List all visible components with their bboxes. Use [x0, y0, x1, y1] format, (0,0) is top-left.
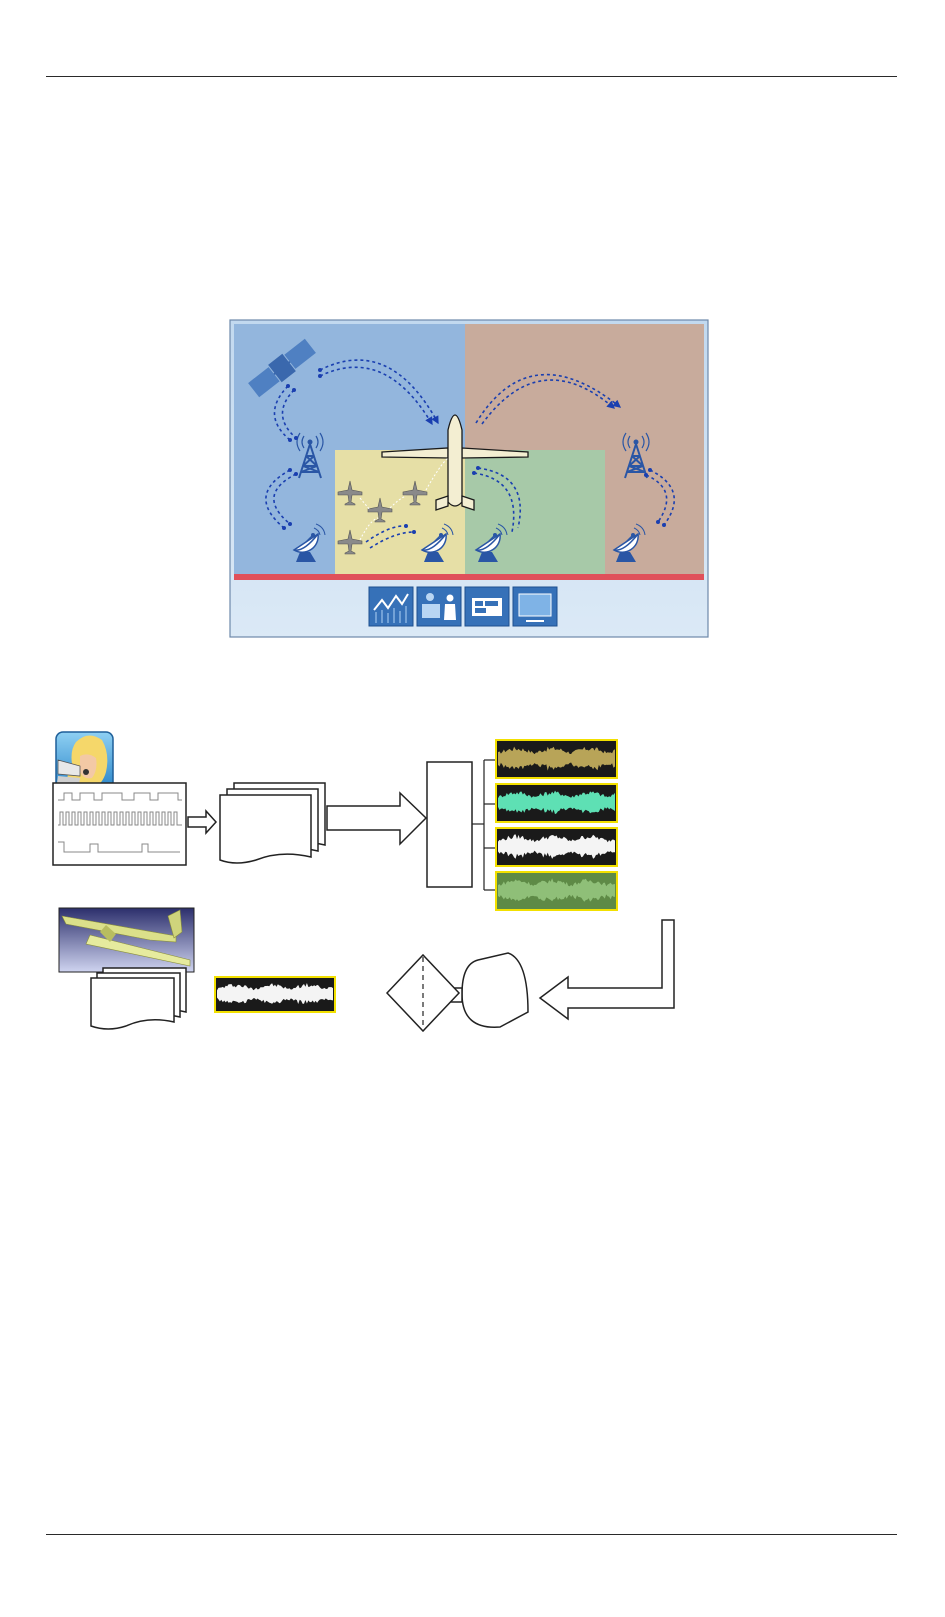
splitter-block [426, 761, 473, 888]
comparator-block [461, 952, 529, 1028]
pilot-avatar-icon [55, 731, 114, 790]
uav-aircraft-icon [381, 414, 529, 511]
report-documents-stack [90, 967, 187, 1030]
signal-panel-2 [495, 783, 618, 823]
splitter-branches [472, 759, 496, 891]
signal-panel-4 [495, 871, 618, 911]
arrow-records-to-splitter [326, 791, 428, 846]
satellite-icon [248, 338, 316, 398]
footer-rule [46, 1534, 897, 1535]
aircraft-model-render [58, 907, 195, 973]
console-icon[interactable] [464, 586, 510, 627]
uav-communication-scenario-figure [229, 319, 709, 638]
comm-links [265, 359, 675, 549]
return-arrow [538, 919, 675, 1021]
decision-diamond [385, 953, 461, 1033]
signal-panel-3 [495, 827, 618, 867]
data-records-stack [219, 782, 326, 864]
signal-processing-flow-figure [50, 720, 700, 1070]
ground-bar [234, 574, 704, 580]
signal-panels [495, 739, 618, 911]
monitor-icon[interactable] [512, 586, 558, 627]
scenario-toolbar [368, 586, 558, 627]
raw-signal-trace [52, 782, 187, 866]
swarm-zone [335, 450, 465, 576]
signal-panel-1 [495, 739, 618, 779]
output-signal-panel [214, 976, 336, 1013]
chart-icon[interactable] [368, 586, 414, 627]
header-rule [46, 76, 897, 77]
operator-icon[interactable] [416, 586, 462, 627]
arrow-trace-to-records [187, 809, 218, 835]
